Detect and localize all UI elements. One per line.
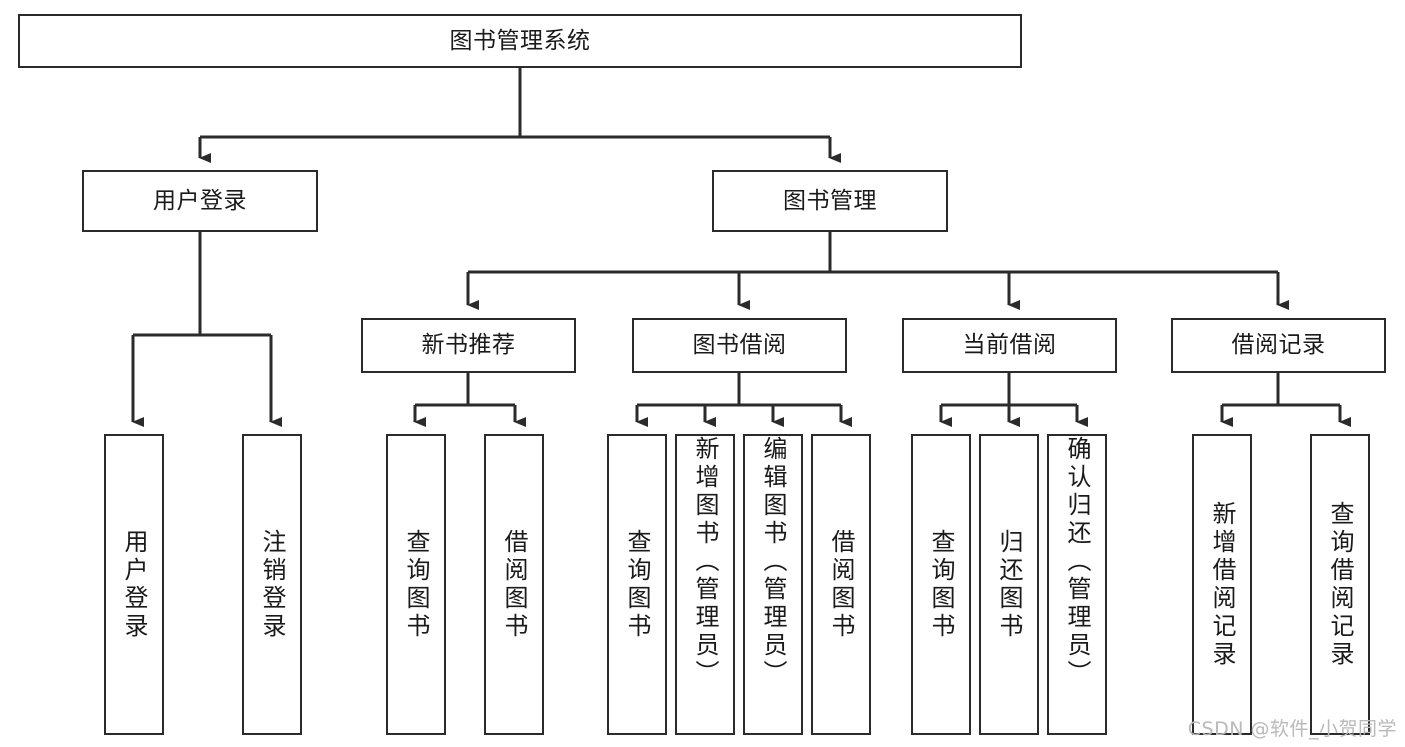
leaf-user-login[interactable]: 用户登录 xyxy=(104,434,164,735)
leaf-cb-confirm-return-admin[interactable]: 确认归还（管理员） xyxy=(1047,434,1107,735)
node-borrow-record[interactable]: 借阅记录 xyxy=(1171,318,1386,373)
node-current-borrow[interactable]: 当前借阅 xyxy=(902,318,1117,373)
node-current-borrow-label: 当前借阅 xyxy=(962,332,1057,359)
leaf-nb-query-book-label: 查询图书 xyxy=(402,528,430,641)
node-user-login[interactable]: 用户登录 xyxy=(82,170,318,232)
leaf-cb-confirm-return-admin-label: 确认归还（管理员） xyxy=(1063,436,1091,688)
node-root-system[interactable]: 图书管理系统 xyxy=(18,14,1022,68)
leaf-logout[interactable]: 注销登录 xyxy=(242,434,302,735)
leaf-logout-label: 注销登录 xyxy=(258,528,286,641)
leaf-user-login-label: 用户登录 xyxy=(120,528,148,641)
node-user-login-label: 用户登录 xyxy=(153,187,247,214)
node-root-system-label: 图书管理系统 xyxy=(449,27,591,54)
leaf-br-add-record-label: 新增借阅记录 xyxy=(1208,500,1236,669)
leaf-bb-query-book[interactable]: 查询图书 xyxy=(607,434,667,735)
leaf-br-add-record[interactable]: 新增借阅记录 xyxy=(1192,434,1252,735)
leaf-bb-query-book-label: 查询图书 xyxy=(623,528,651,641)
leaf-bb-borrow-book-label: 借阅图书 xyxy=(827,528,855,641)
leaf-nb-borrow-book[interactable]: 借阅图书 xyxy=(484,434,544,735)
node-new-book-recommend-label: 新书推荐 xyxy=(421,332,516,359)
leaf-cb-return-book[interactable]: 归还图书 xyxy=(979,434,1039,735)
node-book-borrow-label: 图书借阅 xyxy=(692,332,787,359)
node-borrow-record-label: 借阅记录 xyxy=(1231,332,1326,359)
node-book-manage[interactable]: 图书管理 xyxy=(712,170,948,232)
leaf-nb-borrow-book-label: 借阅图书 xyxy=(500,528,528,641)
leaf-cb-return-book-label: 归还图书 xyxy=(995,528,1023,641)
leaf-br-query-record[interactable]: 查询借阅记录 xyxy=(1310,434,1370,735)
node-book-borrow[interactable]: 图书借阅 xyxy=(632,318,847,373)
leaf-bb-add-book-admin[interactable]: 新增图书（管理员） xyxy=(675,434,735,735)
leaf-cb-query-book-label: 查询图书 xyxy=(927,528,955,641)
leaf-bb-borrow-book[interactable]: 借阅图书 xyxy=(811,434,871,735)
csdn-watermark: CSDN @软件_小贺同学 xyxy=(1187,718,1397,740)
leaf-bb-edit-book-admin-label: 编辑图书（管理员） xyxy=(759,436,787,688)
node-new-book-recommend[interactable]: 新书推荐 xyxy=(361,318,576,373)
leaf-bb-add-book-admin-label: 新增图书（管理员） xyxy=(691,436,719,688)
leaf-cb-query-book[interactable]: 查询图书 xyxy=(911,434,971,735)
node-book-manage-label: 图书管理 xyxy=(783,187,877,214)
leaf-bb-edit-book-admin[interactable]: 编辑图书（管理员） xyxy=(743,434,803,735)
leaf-br-query-record-label: 查询借阅记录 xyxy=(1326,500,1354,669)
leaf-nb-query-book[interactable]: 查询图书 xyxy=(386,434,446,735)
